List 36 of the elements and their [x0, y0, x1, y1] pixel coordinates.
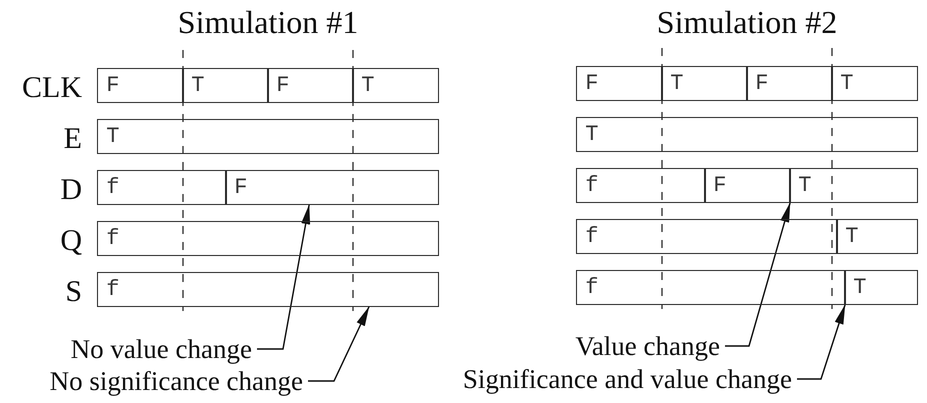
waveform-segment: T — [844, 270, 918, 305]
callout-text: No significance change — [50, 366, 303, 396]
waveform-segment: T — [182, 68, 269, 103]
waveform-segment: f — [97, 272, 439, 307]
waveform-segment: f — [576, 270, 846, 305]
waveform-segment: T — [576, 117, 918, 152]
waveform-segment: f — [576, 219, 838, 254]
waveform-segment: T — [789, 168, 918, 203]
signal-name: S — [65, 274, 82, 308]
waveform-segment: f — [576, 168, 706, 203]
leader-arrow — [257, 204, 310, 350]
simulation-title: Simulation #2 — [656, 4, 838, 40]
waveform-segment: T — [836, 219, 918, 254]
waveform-segment: F — [97, 68, 184, 103]
callout-text: No value change — [70, 334, 252, 364]
signal-name: D — [60, 172, 82, 206]
leader-arrow — [308, 306, 370, 382]
waveform-segment: T — [352, 68, 439, 103]
leader-arrow — [725, 202, 791, 347]
leader-arrow — [797, 304, 846, 380]
waveform-segment: f — [97, 221, 439, 256]
waveform-segment: T — [97, 119, 439, 154]
waveform-segment: F — [746, 66, 833, 101]
waveform-segment: F — [576, 66, 663, 101]
signal-name: E — [64, 122, 82, 156]
callout-text: Significance and value change — [462, 364, 792, 394]
waveform-segment: f — [97, 170, 227, 205]
callout-text: Value change — [575, 331, 720, 361]
signal-name: Q — [60, 224, 82, 258]
simulation-title: Simulation #1 — [178, 4, 358, 40]
signal-name: CLK — [22, 70, 82, 104]
waveform-segment: F — [225, 170, 439, 205]
waveform-segment: F — [267, 68, 354, 103]
waveform-segment: T — [831, 66, 918, 101]
waveform-segment: T — [661, 66, 748, 101]
waveform-segment: F — [704, 168, 791, 203]
